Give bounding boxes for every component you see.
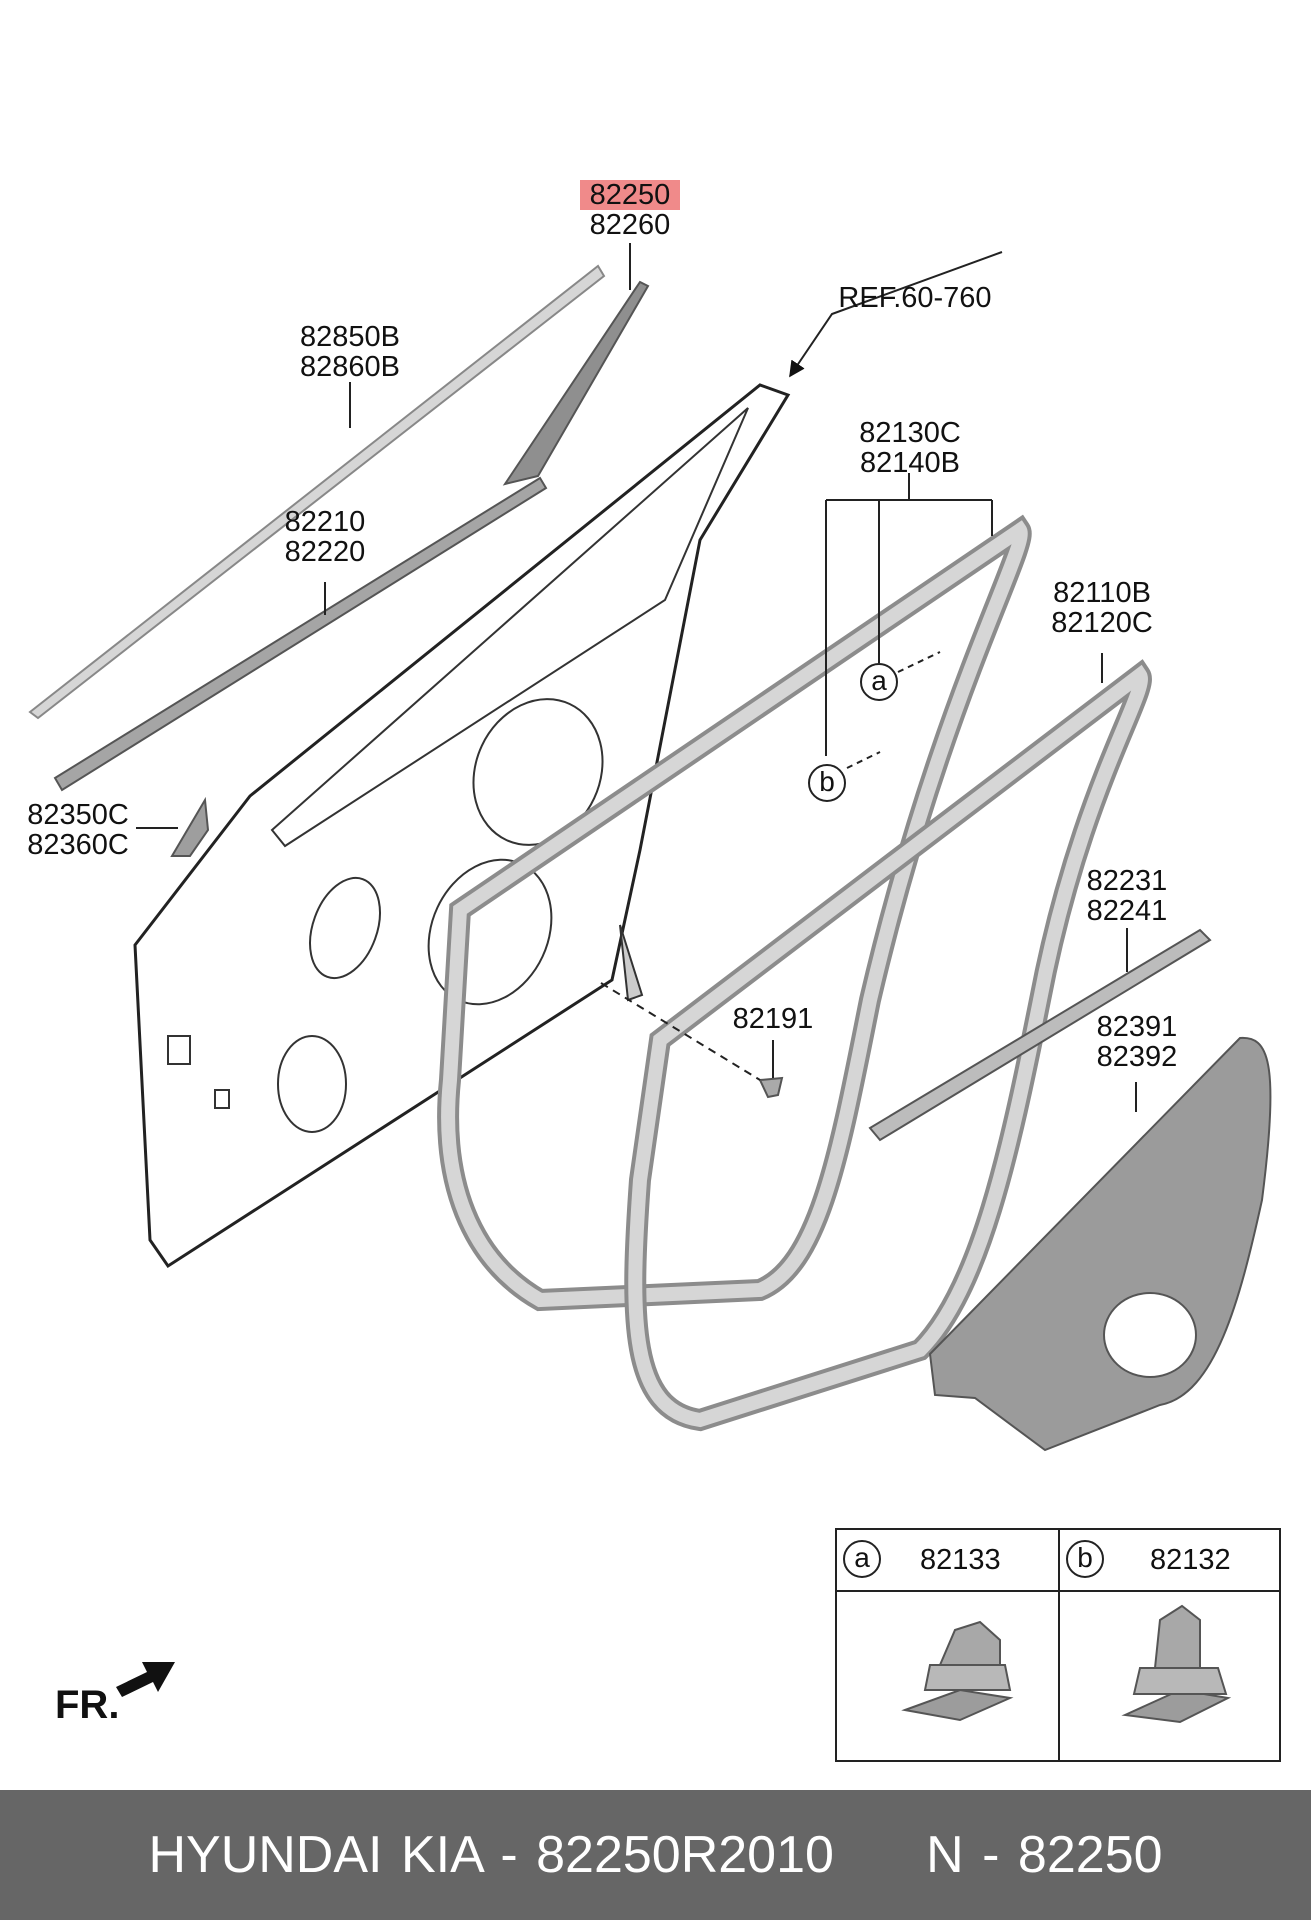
legend-cell-b: b 82132 bbox=[1060, 1530, 1281, 1762]
ref-label[interactable]: REF.60-760 bbox=[838, 282, 992, 314]
callout-82391[interactable]: 82391 82392 bbox=[1090, 1012, 1184, 1072]
part-number: 82110B bbox=[1053, 577, 1151, 609]
highlighted-part-number: 82250 bbox=[580, 180, 680, 210]
leader-lines bbox=[136, 243, 1137, 1112]
door-panel bbox=[133, 383, 791, 1269]
callout-82130c[interactable]: 82130C 82140B bbox=[852, 418, 968, 478]
part-number: 82350C bbox=[27, 799, 129, 831]
callout-82350c[interactable]: 82350C 82360C bbox=[20, 800, 136, 860]
part-number-alt: 82260 bbox=[589, 209, 671, 241]
part-number: 82850B bbox=[300, 321, 400, 353]
legend-header-b: b 82132 bbox=[1060, 1530, 1281, 1592]
door-weatherstrip-part[interactable] bbox=[437, 514, 1032, 1312]
part-number-alt: 82360C bbox=[27, 829, 129, 861]
callout-82231[interactable]: 82231 82241 bbox=[1080, 866, 1174, 926]
legend-code-82132[interactable]: 82132 bbox=[1150, 1544, 1231, 1576]
callout-82110b[interactable]: 82110B 82120C bbox=[1044, 578, 1160, 638]
clip-82132-part[interactable] bbox=[1121, 1604, 1232, 1724]
plug-part[interactable] bbox=[758, 1076, 784, 1099]
body-weatherstrip-part[interactable] bbox=[624, 659, 1152, 1432]
legend-code-82133[interactable]: 82133 bbox=[920, 1544, 1001, 1576]
part-number: 82130C bbox=[859, 417, 961, 449]
callout-82250[interactable]: 82250 82260 bbox=[580, 180, 680, 240]
front-indicator: FR. bbox=[55, 1683, 120, 1727]
roof-moulding-part[interactable] bbox=[28, 264, 606, 720]
pillar-moulding-part[interactable] bbox=[502, 280, 650, 486]
part-number-alt: 82140B bbox=[860, 447, 960, 479]
part-number: 82231 bbox=[1086, 865, 1168, 897]
callout-82850b[interactable]: 82850B 82860B bbox=[292, 322, 408, 382]
belt-moulding-part[interactable] bbox=[53, 476, 548, 792]
legend-cell-a: a 82133 bbox=[837, 1530, 1060, 1762]
part-number-alt: 82241 bbox=[1086, 895, 1168, 927]
parts-diagram bbox=[28, 243, 1272, 1724]
front-arrow-icon bbox=[116, 1662, 175, 1697]
legend-header-a: a 82133 bbox=[837, 1530, 1058, 1592]
marker-a[interactable]: a bbox=[860, 663, 898, 701]
trim-sheet-part[interactable] bbox=[928, 1036, 1272, 1452]
inner-belt-part[interactable] bbox=[868, 928, 1212, 1142]
part-number-alt: 82392 bbox=[1096, 1041, 1178, 1073]
part-number-alt: 82860B bbox=[300, 351, 400, 383]
clip-82133-part[interactable] bbox=[901, 1620, 1014, 1722]
part-number: 82391 bbox=[1096, 1011, 1178, 1043]
legend-marker-a: a bbox=[843, 1540, 881, 1578]
part-number-alt: 82220 bbox=[284, 536, 366, 568]
part-number: 82210 bbox=[284, 506, 366, 538]
part-number-alt: 82120C bbox=[1051, 607, 1153, 639]
callout-82191[interactable]: 82191 bbox=[732, 1003, 814, 1035]
legend-marker-b: b bbox=[1066, 1540, 1104, 1578]
clip-legend-table: a 82133 b 82132 bbox=[835, 1528, 1281, 1762]
marker-b[interactable]: b bbox=[808, 764, 846, 802]
corner-piece-part[interactable] bbox=[170, 796, 210, 857]
footer-part-info: HYUNDAI KIA - 82250R2010 N - 82250 bbox=[0, 1790, 1311, 1920]
callout-82210[interactable]: 82210 82220 bbox=[279, 507, 371, 567]
